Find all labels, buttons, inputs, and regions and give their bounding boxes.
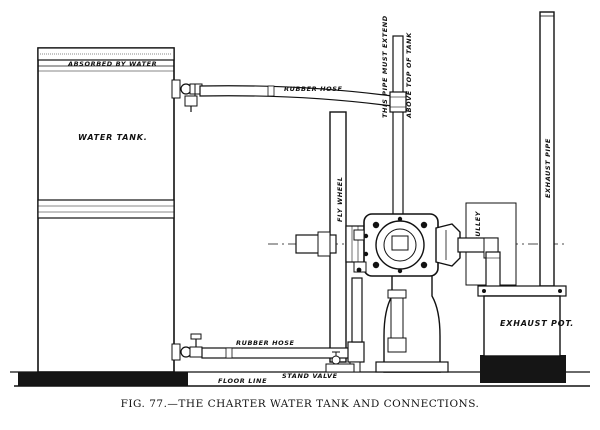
- lower-tank-fitting: [171, 333, 203, 361]
- exhaust-pipe-label: EXHAUST PIPE: [544, 138, 552, 198]
- floor-base: [10, 355, 590, 387]
- pipe-note-line1: THIS PIPE MUST EXTEND: [381, 15, 389, 118]
- engine-cylinder-head: [353, 213, 439, 277]
- engine-shaft: [295, 225, 369, 263]
- exhaust-pot-label: EXHAUST POT.: [500, 319, 574, 328]
- exhaust-pot: [477, 285, 567, 357]
- stand-valve: [325, 351, 355, 373]
- fly-wheel-label: FLY WHEEL: [336, 176, 344, 222]
- water-tank-label: WATER TANK.: [78, 133, 148, 142]
- pipe-note-line2: ABOVE TOP OF TANK: [405, 32, 413, 119]
- upper-tank-fitting: [171, 79, 203, 112]
- exhaust-elbow: [457, 237, 501, 291]
- engine-column: [375, 269, 449, 373]
- pulley-label: PULLEY: [474, 210, 482, 242]
- absorbed-by-water-label: ABSORBED BY WATER: [67, 60, 157, 68]
- vertical-supply-pipe: [389, 35, 407, 229]
- water-tank: [37, 47, 175, 373]
- stand-valve-label: STAND VALVE: [282, 372, 338, 380]
- lower-rubber-hose: [201, 347, 351, 359]
- lower-engine-connection: [347, 277, 365, 373]
- rubber-hose-top-label: RUBBER HOSE: [284, 85, 343, 93]
- figure-caption: FIG. 77.—THE CHARTER WATER TANK AND CONN…: [120, 398, 480, 410]
- floor-line-label: FLOOR LINE: [218, 377, 267, 385]
- rubber-hose-bottom-label: RUBBER HOSE: [236, 339, 295, 347]
